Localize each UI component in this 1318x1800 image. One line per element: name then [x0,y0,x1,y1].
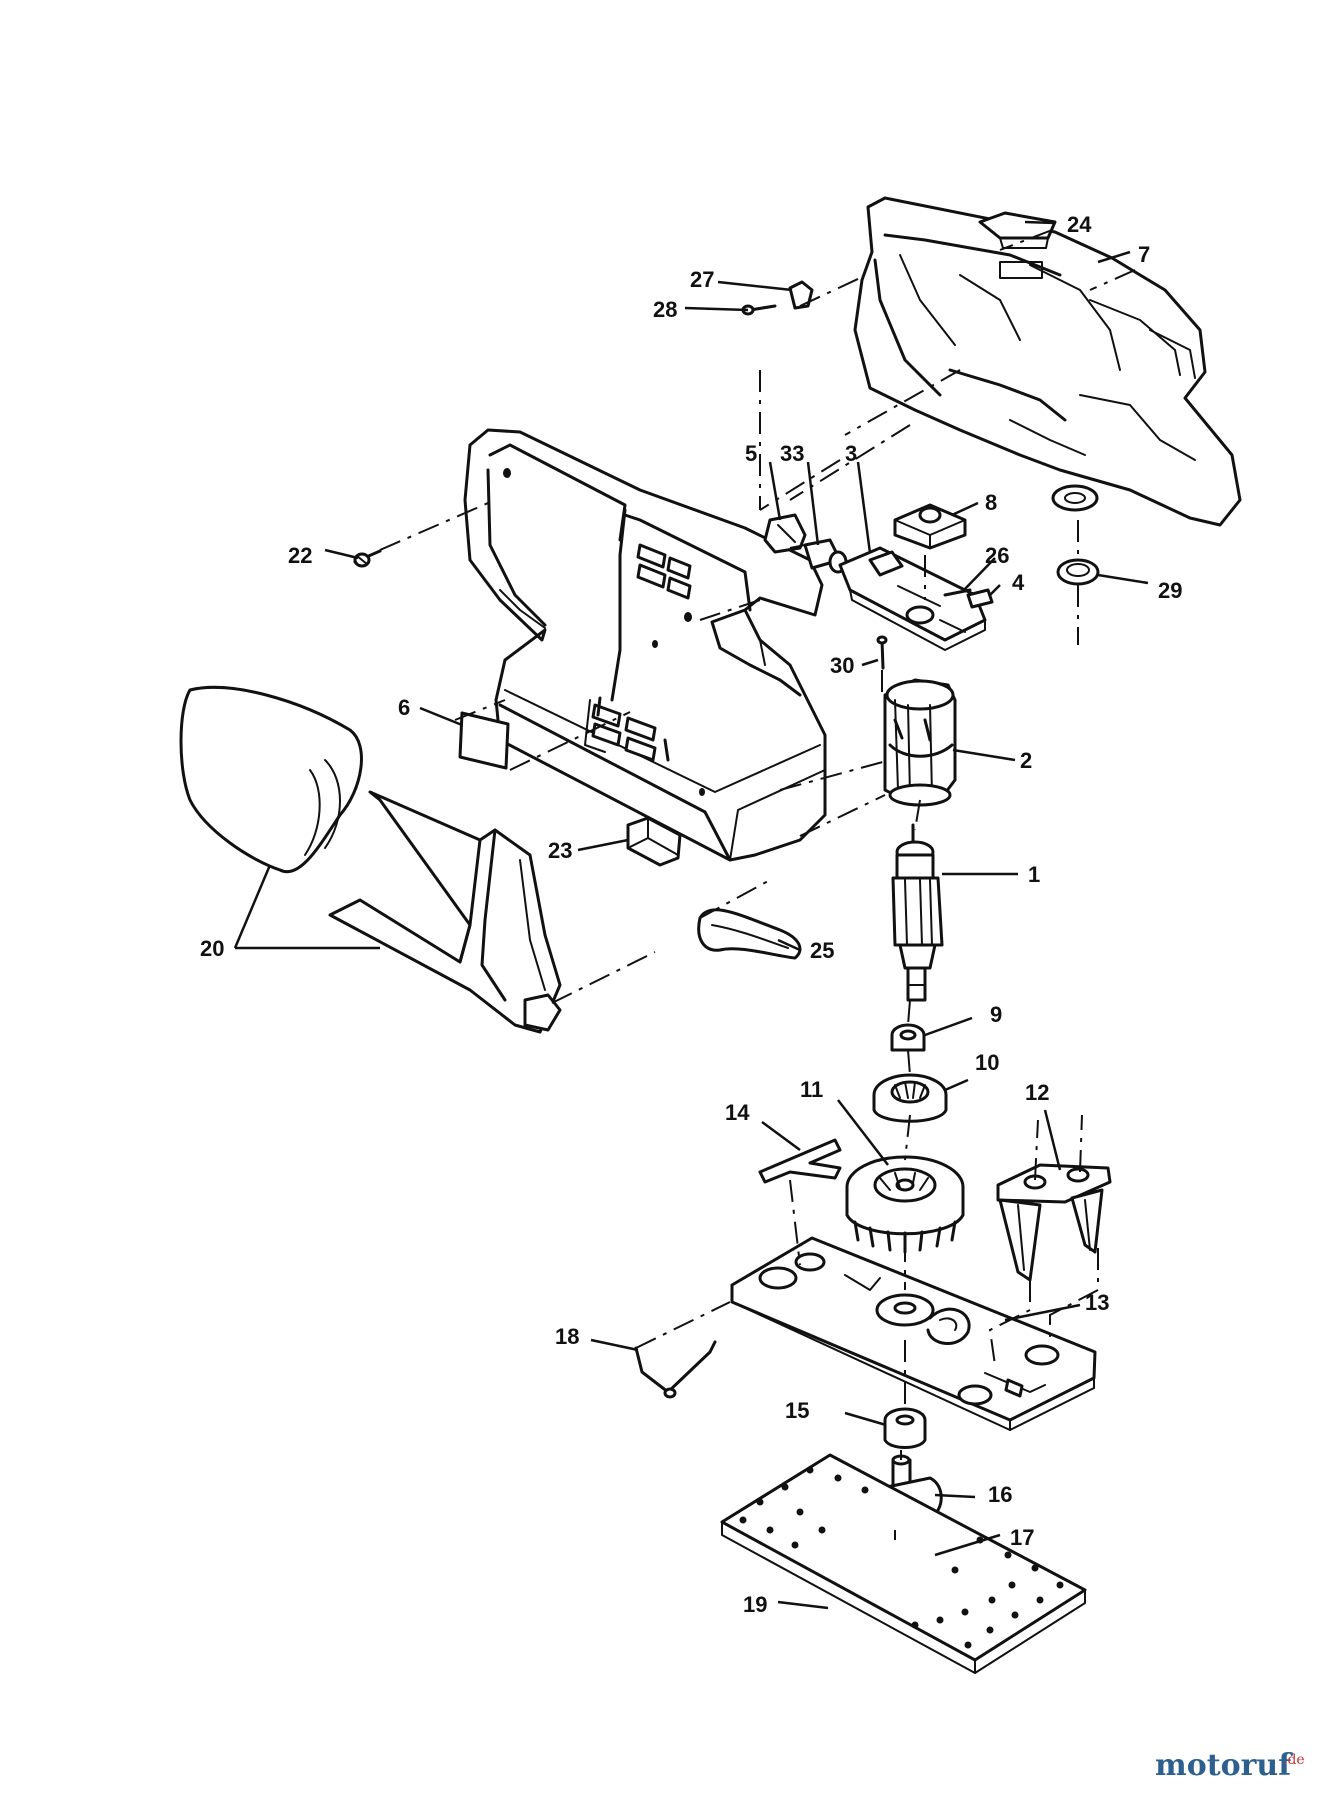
label-5: 5 [745,441,757,466]
label-25: 24 [1067,212,1092,237]
assembly-center-lines [379,229,1136,1540]
part-26-pin [943,588,972,597]
label-18: 18 [555,1324,579,1349]
label-24: 25 [810,938,834,963]
part-5-cable-sleeve [763,513,807,554]
part-8-brush [893,503,967,550]
part-2-field-coil [883,678,957,807]
part-14-spring-clip [758,1138,842,1184]
part-6-label-plate [458,711,510,770]
label-2: 2 [1020,748,1032,773]
label-13: 13 [1085,1290,1109,1315]
label-33: 33 [780,441,804,466]
label-16: 16 [988,1482,1012,1507]
housing-rear-half [853,196,1242,527]
label-23: 23 [548,838,572,863]
label-19: 19 [743,1592,767,1617]
label-29: 29 [1158,578,1182,603]
part-27-clamp [788,280,814,310]
part-labels: 24 7 27 28 29 5 33 3 8 26 4 30 2 1 9 10 … [200,212,1182,1617]
label-4: 4 [1012,570,1025,595]
leader-lines [233,220,1149,1610]
label-14: 14 [725,1100,750,1125]
part-22-screw [353,549,382,568]
label-3: 3 [845,441,857,466]
label-28: 28 [653,297,677,322]
label-10: 10 [975,1050,999,1075]
label-7: 7 [1138,242,1150,267]
part-1-armature [891,823,944,1002]
watermark-text: motoruf [1155,1748,1293,1783]
part-13-base-plate [730,1236,1097,1431]
part-19-sanding-pad [720,1453,1087,1674]
part-24-cover [697,908,802,960]
label-8: 8 [985,490,997,515]
label-22: 22 [288,543,312,568]
part-10-fan-ring [872,1073,948,1123]
part-25-clip [978,211,1057,249]
part-23-switch [626,816,682,867]
label-26: 26 [985,543,1009,568]
label-9: 9 [990,1002,1002,1027]
part-11-fan [845,1155,965,1254]
part-3-brush-holder [838,546,987,651]
part-30-pin [876,635,888,670]
part-9-bearing [890,1023,926,1052]
housing-front-half [463,428,827,862]
label-20: 20 [200,936,224,961]
label-6: 6 [398,695,410,720]
part-4-plug [966,588,994,609]
watermark-logo: motoruf .de [1155,1748,1305,1783]
label-1: 1 [1028,862,1040,887]
part-18-wire-hook [634,1340,717,1399]
label-17: 17 [1010,1525,1034,1550]
label-11: 11 [800,1077,823,1102]
part-20-dust-bag [179,685,363,874]
part-12-bracket [996,1163,1112,1282]
label-30: 30 [830,653,854,678]
label-12: 12 [1025,1080,1049,1105]
part-29-washer [1056,558,1100,586]
watermark-suffix: .de [1283,1752,1305,1768]
part-15-bearing [883,1407,927,1449]
label-27: 27 [690,267,714,292]
part-20-dust-tube [328,790,562,1034]
label-15: 15 [785,1398,809,1423]
